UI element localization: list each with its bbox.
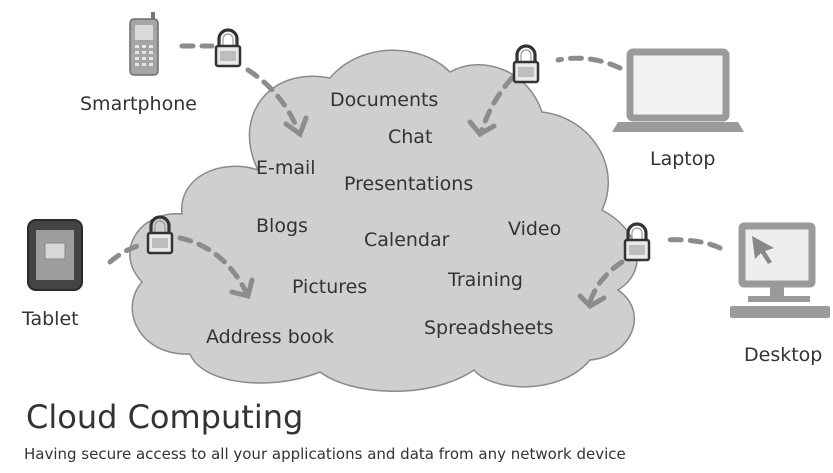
service-calendar: Calendar [364, 229, 450, 251]
service-chat: Chat [388, 126, 432, 148]
service-presentations: Presentations [344, 173, 473, 195]
tablet-connection-arrow [107, 235, 249, 295]
desktop-icon [730, 222, 830, 318]
desktop-connection-arrow [587, 237, 723, 305]
service-documents: Documents [330, 89, 438, 111]
diagram-subtitle: Having secure access to all your applica… [24, 445, 626, 463]
cloud-shape [129, 49, 638, 392]
service-spreadsheets: Spreadsheets [424, 317, 554, 339]
laptop-connection-arrow [479, 55, 623, 133]
device-label-tablet: Tablet [21, 308, 79, 330]
smartphone-icon [129, 12, 159, 76]
service-email: E-mail [256, 157, 316, 179]
service-pictures: Pictures [292, 276, 367, 298]
device-label-laptop: Laptop [650, 148, 715, 170]
service-address-book: Address book [206, 326, 334, 348]
laptop-icon [612, 48, 744, 132]
padlock-icon [623, 222, 651, 262]
smartphone-connection-arrow [179, 43, 301, 133]
padlock-icon [512, 44, 540, 84]
service-blogs: Blogs [256, 215, 308, 237]
padlock-icon [214, 28, 242, 68]
tablet-icon [27, 219, 83, 291]
device-label-smartphone: Smartphone [80, 93, 197, 115]
service-video: Video [508, 218, 561, 240]
device-label-desktop: Desktop [744, 344, 822, 366]
diagram-title: Cloud Computing [26, 398, 304, 436]
service-training: Training [447, 269, 523, 291]
